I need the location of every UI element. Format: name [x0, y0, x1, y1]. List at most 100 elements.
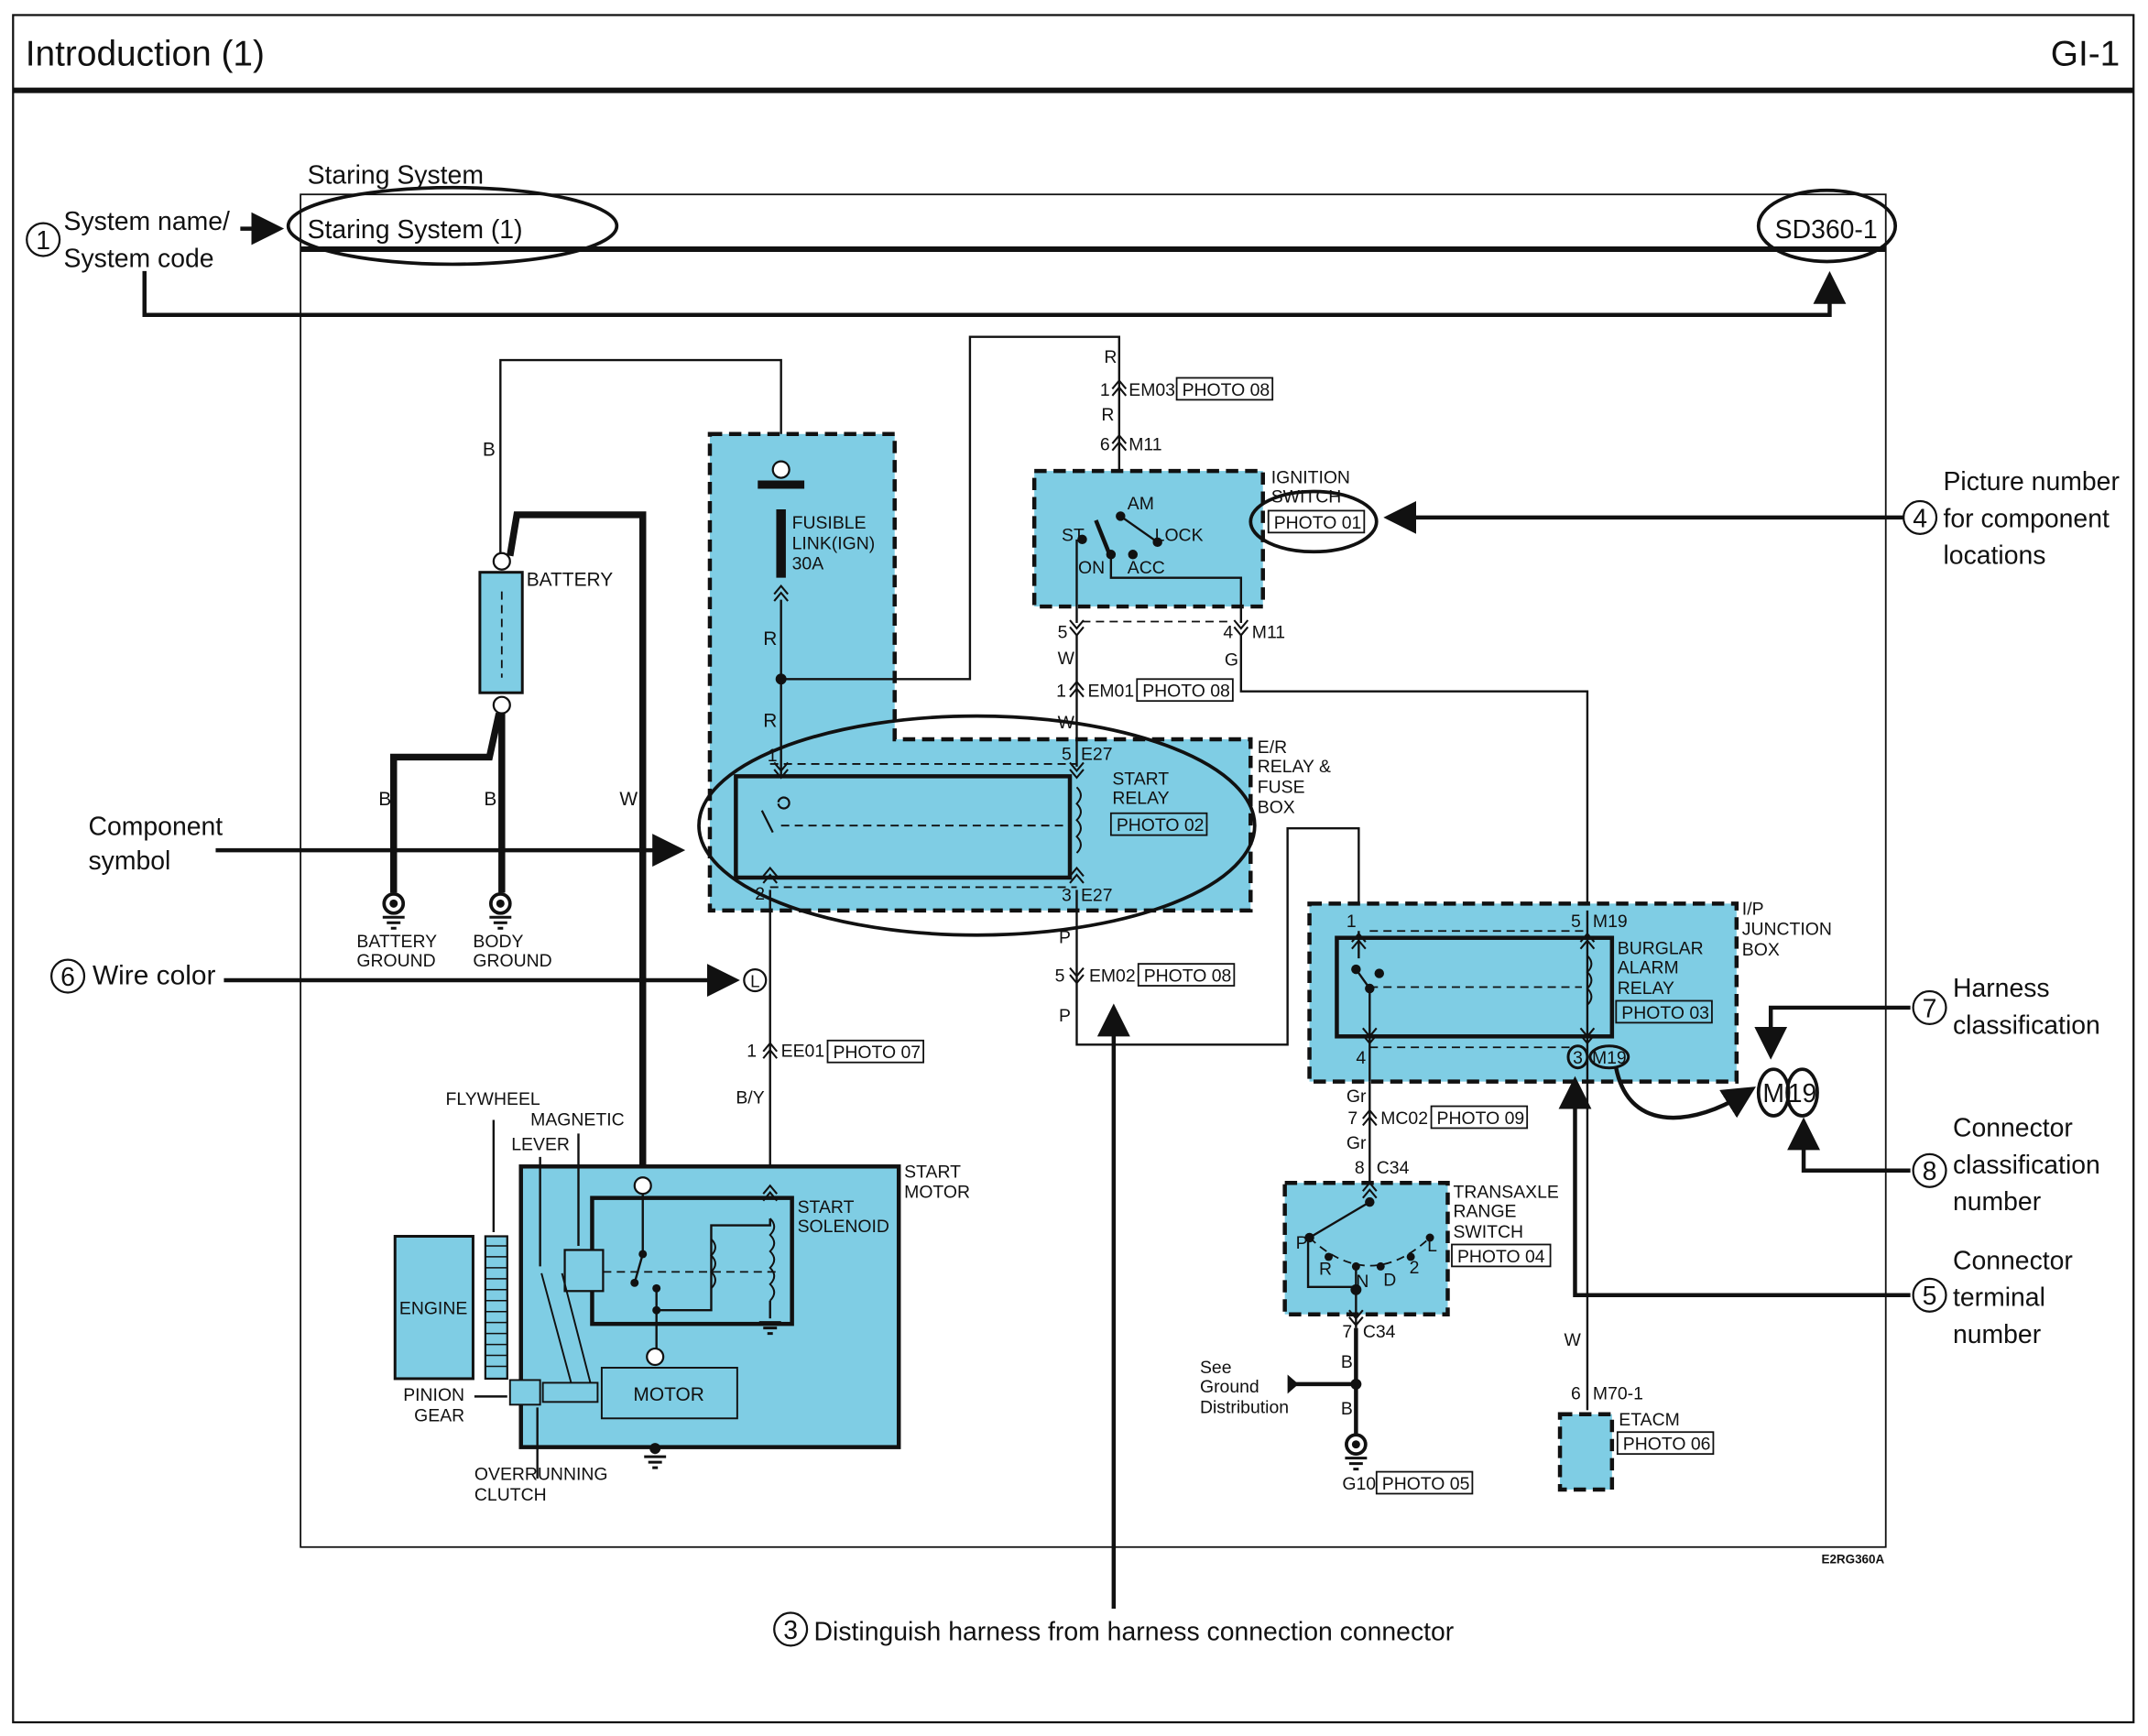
diagram-label: R	[763, 711, 777, 732]
diagram-label: IGNITION	[1271, 468, 1350, 488]
diagram-label: D	[1383, 1270, 1396, 1290]
diagram-label: Distinguish harness from harness connect…	[814, 1617, 1455, 1646]
diagram-label: number	[1953, 1320, 2041, 1349]
diagram-line	[1128, 550, 1138, 560]
diagram-label: 4	[1356, 1048, 1366, 1068]
diagram-label: M	[1762, 1079, 1784, 1108]
page-border	[12, 14, 2135, 1724]
diagram-line	[656, 1218, 771, 1312]
diagram-line	[1109, 554, 1243, 623]
diagram-label: number	[1953, 1187, 2041, 1217]
diagram-line	[773, 1611, 809, 1647]
diagram-label: GEAR	[414, 1405, 464, 1425]
diagram-label: N	[1356, 1272, 1368, 1292]
diagram-label: FUSIBLE	[792, 513, 867, 533]
diagram-label: PHOTO 03	[1621, 1003, 1709, 1023]
diagram-label: PHOTO 04	[1457, 1247, 1545, 1267]
diagram-line	[1588, 1044, 1630, 1070]
diagram-label: RELAY &	[1258, 757, 1331, 777]
diagram-label: 4	[1913, 504, 1927, 533]
er-relay-fuse-box	[707, 431, 1253, 913]
diagram-label: 5	[1571, 912, 1581, 932]
diagram-line	[771, 460, 791, 479]
diagram-line	[1324, 1252, 1333, 1261]
diagram-line	[541, 1381, 599, 1403]
diagram-line	[1558, 1075, 1911, 1298]
diagram-line	[1566, 1044, 1589, 1070]
diagram-line	[1287, 1374, 1299, 1394]
diagram-line	[563, 1249, 605, 1293]
diagram-label: ALARM	[1618, 958, 1679, 978]
diagram-label: B	[1341, 1399, 1353, 1419]
diagram-label: PHOTO 02	[1117, 815, 1205, 835]
diagram-label: MAGNETIC	[530, 1109, 624, 1130]
diagram-label: EM02	[1089, 966, 1136, 987]
diagram-line	[644, 1455, 667, 1469]
diagram-line	[1365, 1196, 1375, 1207]
diagram-label: PHOTO 08	[1144, 966, 1232, 987]
diagram-line	[1754, 1005, 1911, 1060]
diagram-label: W	[1058, 713, 1075, 733]
diagram-line	[50, 958, 86, 994]
page-title: Introduction (1)	[26, 35, 265, 74]
diagram-line	[507, 511, 647, 1178]
diagram-line	[1306, 1238, 1357, 1289]
start-relay	[734, 774, 1073, 880]
diagram-label: 30A	[792, 554, 824, 574]
diagram-line	[1586, 955, 1593, 1006]
diagram-line	[1094, 519, 1112, 556]
diagram-label: B	[483, 440, 496, 461]
diagram-line	[1350, 1378, 1362, 1390]
diagram-line	[1308, 1201, 1370, 1239]
diagram-label: M11	[1129, 435, 1161, 455]
diagram-label: C34	[1363, 1322, 1396, 1342]
diagram-label: 1	[1100, 380, 1110, 400]
diagram-label: OVERRUNNING	[474, 1465, 608, 1485]
diagram-label: EM03	[1129, 380, 1175, 400]
diagram-label: EE01	[781, 1042, 824, 1062]
diagram-label: START	[798, 1197, 855, 1217]
diagram-line	[1075, 786, 1082, 854]
diagram-line	[540, 1272, 594, 1391]
diagram-line	[1616, 1431, 1715, 1456]
diagram-label: BATTERY	[356, 932, 437, 952]
diagram-line	[1614, 1067, 1757, 1120]
diagram-label: ENGINE	[399, 1299, 467, 1319]
diagram-label: MOTOR	[633, 1384, 703, 1405]
diagram-label: PHOTO 07	[833, 1043, 921, 1063]
diagram-line	[1077, 534, 1087, 545]
diagram-label: terminal	[1953, 1283, 2045, 1313]
diagram-label: L	[1427, 1236, 1437, 1256]
diagram-label: I/P	[1742, 899, 1764, 919]
diagram-line	[826, 1039, 925, 1064]
diagram-frame	[300, 193, 1887, 1548]
diagram-label: RELAY	[1618, 978, 1674, 999]
diagram-line	[1375, 1470, 1474, 1495]
diagram-label: 8	[1923, 1157, 1937, 1186]
diagram-label: 5	[1058, 622, 1068, 642]
diagram-line	[1785, 1067, 1819, 1118]
system-caption: Staring System	[308, 160, 484, 190]
diagram-line	[492, 551, 511, 571]
diagram-line	[508, 1379, 541, 1406]
diagram-label: 1	[36, 226, 50, 256]
diagram-label: 2	[1410, 1258, 1420, 1278]
diagram-label: 6	[1571, 1383, 1581, 1403]
diagram-label: MC02	[1380, 1108, 1428, 1129]
diagram-line	[1787, 1117, 1911, 1174]
diagram-label: M11	[1252, 622, 1285, 642]
diagram-label: 7	[1923, 994, 1937, 1023]
diagram-label: SOLENOID	[798, 1217, 889, 1237]
diagram-label: PINION	[403, 1385, 464, 1405]
diagram-line	[646, 1347, 665, 1367]
diagram-line	[26, 222, 61, 257]
diagram-label: Harness	[1953, 974, 2050, 1003]
diagram-line	[1406, 1252, 1415, 1261]
diagram-label: SWITCH	[1453, 1222, 1523, 1242]
diagram-label: Wire color	[93, 961, 216, 991]
diagram-line	[1912, 1277, 1947, 1313]
system-title: Staring System (1)	[308, 215, 523, 245]
diagram-label: LOCK	[1155, 525, 1204, 545]
diagram-label: symbol	[88, 846, 170, 876]
